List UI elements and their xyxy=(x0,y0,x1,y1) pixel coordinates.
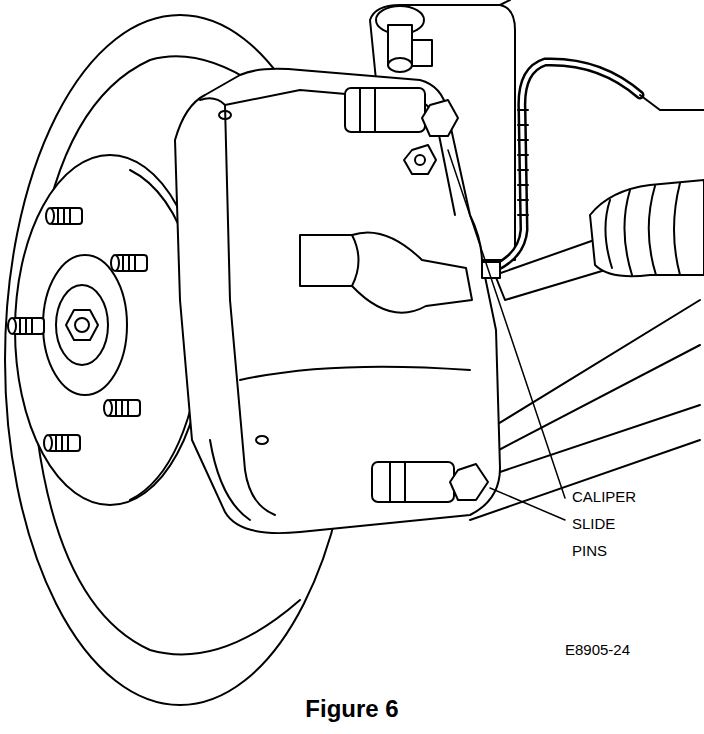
control-arm-part xyxy=(495,345,700,452)
axle-boot-part xyxy=(605,200,612,268)
axle-boot-part xyxy=(649,186,656,275)
leader-line-part xyxy=(490,488,565,520)
control-arm xyxy=(470,300,700,520)
wheel-stud-part xyxy=(104,400,140,416)
wheel-hub xyxy=(43,255,127,395)
part-label: CALIPER SLIDE PINS xyxy=(572,483,644,564)
brake-caliper-part xyxy=(300,232,472,312)
wheel-stud-part-part xyxy=(104,400,112,416)
upper-slide-pin xyxy=(345,88,458,174)
wheel-stud-part-part xyxy=(116,400,128,416)
brake-illustration-part xyxy=(5,0,704,705)
brake-hose xyxy=(482,62,704,278)
lower-slide-pin xyxy=(372,462,488,502)
wheel-stud-part-part xyxy=(111,255,119,271)
brake-caliper-part xyxy=(219,111,231,119)
brake-caliper-part xyxy=(352,235,359,286)
brake-caliper-part xyxy=(210,440,250,520)
upper-slide-pin-part xyxy=(415,155,425,165)
wheel-stud-part xyxy=(8,318,44,334)
lower-slide-pin-part xyxy=(372,462,454,502)
axle-boot-part xyxy=(590,180,704,276)
brake-caliper-part xyxy=(175,69,500,533)
steering-knuckle-part xyxy=(412,40,432,66)
wheel-stud-part-part xyxy=(58,208,70,224)
brake-caliper-part xyxy=(200,98,275,515)
wheel-stud-part xyxy=(46,208,82,224)
wheel-hub-part xyxy=(75,318,89,332)
brake-caliper-part xyxy=(240,367,470,380)
wheel-hub-part xyxy=(66,310,98,340)
wheel-stud-part-part xyxy=(46,208,54,224)
brake-hose-part xyxy=(518,110,528,215)
leader-line xyxy=(448,150,565,520)
upper-slide-pin-part xyxy=(345,88,425,132)
wheel-stud-part-part xyxy=(20,318,32,334)
lower-slide-pin-part xyxy=(390,462,405,502)
wheel-hub-part xyxy=(43,255,127,395)
brake-hose-part xyxy=(495,62,640,268)
steering-knuckle-part xyxy=(500,0,510,5)
wheel-hub-part xyxy=(56,285,108,365)
control-arm-part xyxy=(500,405,700,472)
wheel-stud-part-part xyxy=(44,435,52,451)
control-arm-part xyxy=(470,440,700,520)
brake-caliper-part xyxy=(256,436,268,444)
brake-caliper xyxy=(175,69,500,533)
steering-knuckle-part xyxy=(388,58,412,72)
wheel-stud-part xyxy=(44,435,80,451)
wheel-stud-part-part xyxy=(123,255,135,271)
wheel-stud-part-part xyxy=(56,435,68,451)
axle-boot-part xyxy=(674,183,680,275)
figure-code: E8905-24 xyxy=(565,641,630,659)
upper-slide-pin-part xyxy=(404,145,436,174)
lower-slide-pin-part xyxy=(450,464,488,500)
wheel-stud-part-part xyxy=(8,318,16,334)
brake-hose-part xyxy=(495,62,640,268)
wheel-stud xyxy=(8,208,147,451)
upper-slide-pin-part xyxy=(360,88,375,132)
brake-hose-part xyxy=(640,95,704,110)
figure-caption: Figure 6 xyxy=(0,694,704,724)
axle-boot-part xyxy=(624,190,632,275)
upper-slide-pin-part xyxy=(422,100,458,136)
wheel-stud-part xyxy=(111,255,147,271)
leader-line-part xyxy=(448,150,565,498)
